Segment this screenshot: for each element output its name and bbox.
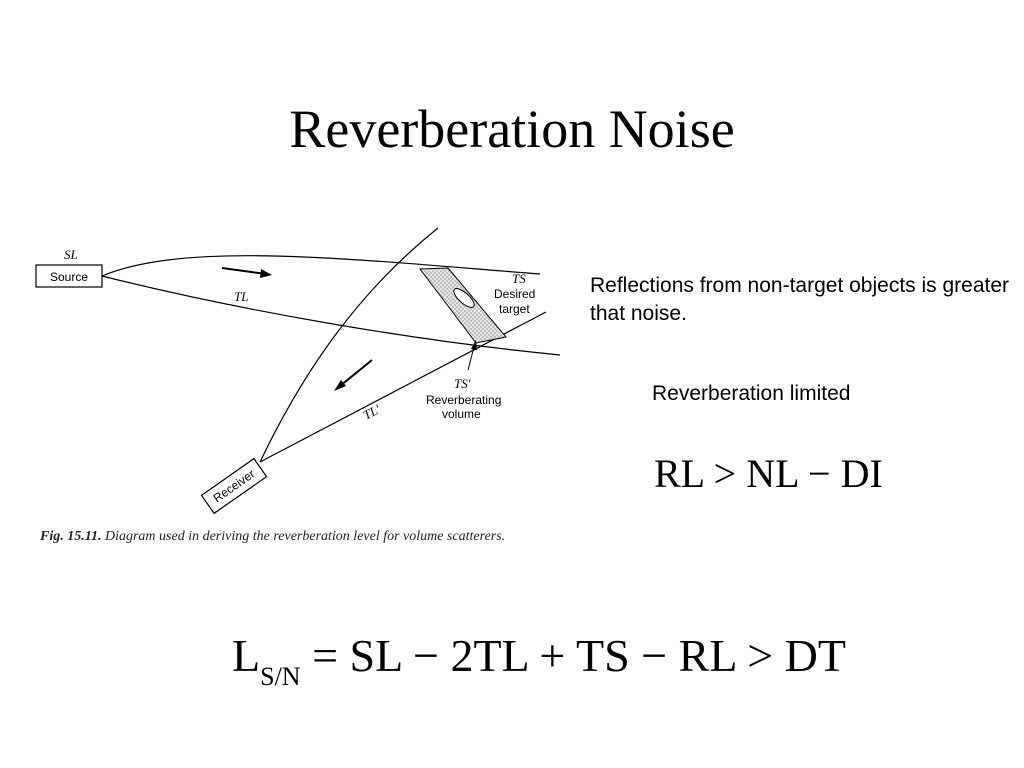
source-box: Source <box>35 264 103 288</box>
target-label: target <box>499 302 530 316</box>
forward-arrow <box>221 267 267 275</box>
desired-label: Desired <box>494 287 535 301</box>
main-equation: LS/N = SL − 2TL + TS − RL > DT <box>232 628 846 705</box>
figure-caption: Fig. 15.11. Diagram used in deriving the… <box>40 527 530 547</box>
equation-rhs: = SL − 2TL + TS − RL > DT <box>312 630 846 681</box>
tl-label: TL <box>234 289 248 304</box>
sl-label: SL <box>64 247 78 262</box>
ts-label: TS <box>512 271 526 286</box>
receiver-box: Receiver <box>200 457 268 515</box>
ts-prime-label: TS' <box>454 376 471 391</box>
forward-arrow-head <box>260 269 272 278</box>
receiver-beam-upper <box>259 227 439 463</box>
reverberation-diagram: Source SL TL TS Desired target TS' Rever… <box>28 222 568 527</box>
volume-pointer-head <box>471 340 477 350</box>
reverberation-limited-text: Reverberation limited <box>652 382 851 405</box>
slide-title: Reverberation Noise <box>289 99 735 159</box>
return-arrow-head <box>334 380 346 391</box>
condition-equation: RL > NL − DI <box>654 451 883 496</box>
equation-subscript: S/N <box>260 662 301 691</box>
tl-prime-label: TL' <box>360 401 382 422</box>
reverberating-volume-shape <box>419 267 507 344</box>
volume-pointer <box>467 346 475 371</box>
caption-text: Diagram used in deriving the reverberati… <box>104 529 506 544</box>
lower-ray-tl <box>101 275 561 356</box>
target-shape <box>453 288 475 308</box>
upper-ray <box>101 255 541 277</box>
description-text: Reflections from non-target objects is g… <box>590 274 1010 325</box>
volume-label: volume <box>442 407 481 421</box>
return-arrow <box>339 359 373 387</box>
diagram-svg: Source SL TL TS Desired target TS' Rever… <box>35 227 561 515</box>
caption-label: Fig. 15.11. <box>40 529 102 544</box>
reverberating-label: Reverberating <box>426 393 501 407</box>
equation-lhs: L <box>232 630 261 681</box>
source-label: Source <box>50 270 88 284</box>
